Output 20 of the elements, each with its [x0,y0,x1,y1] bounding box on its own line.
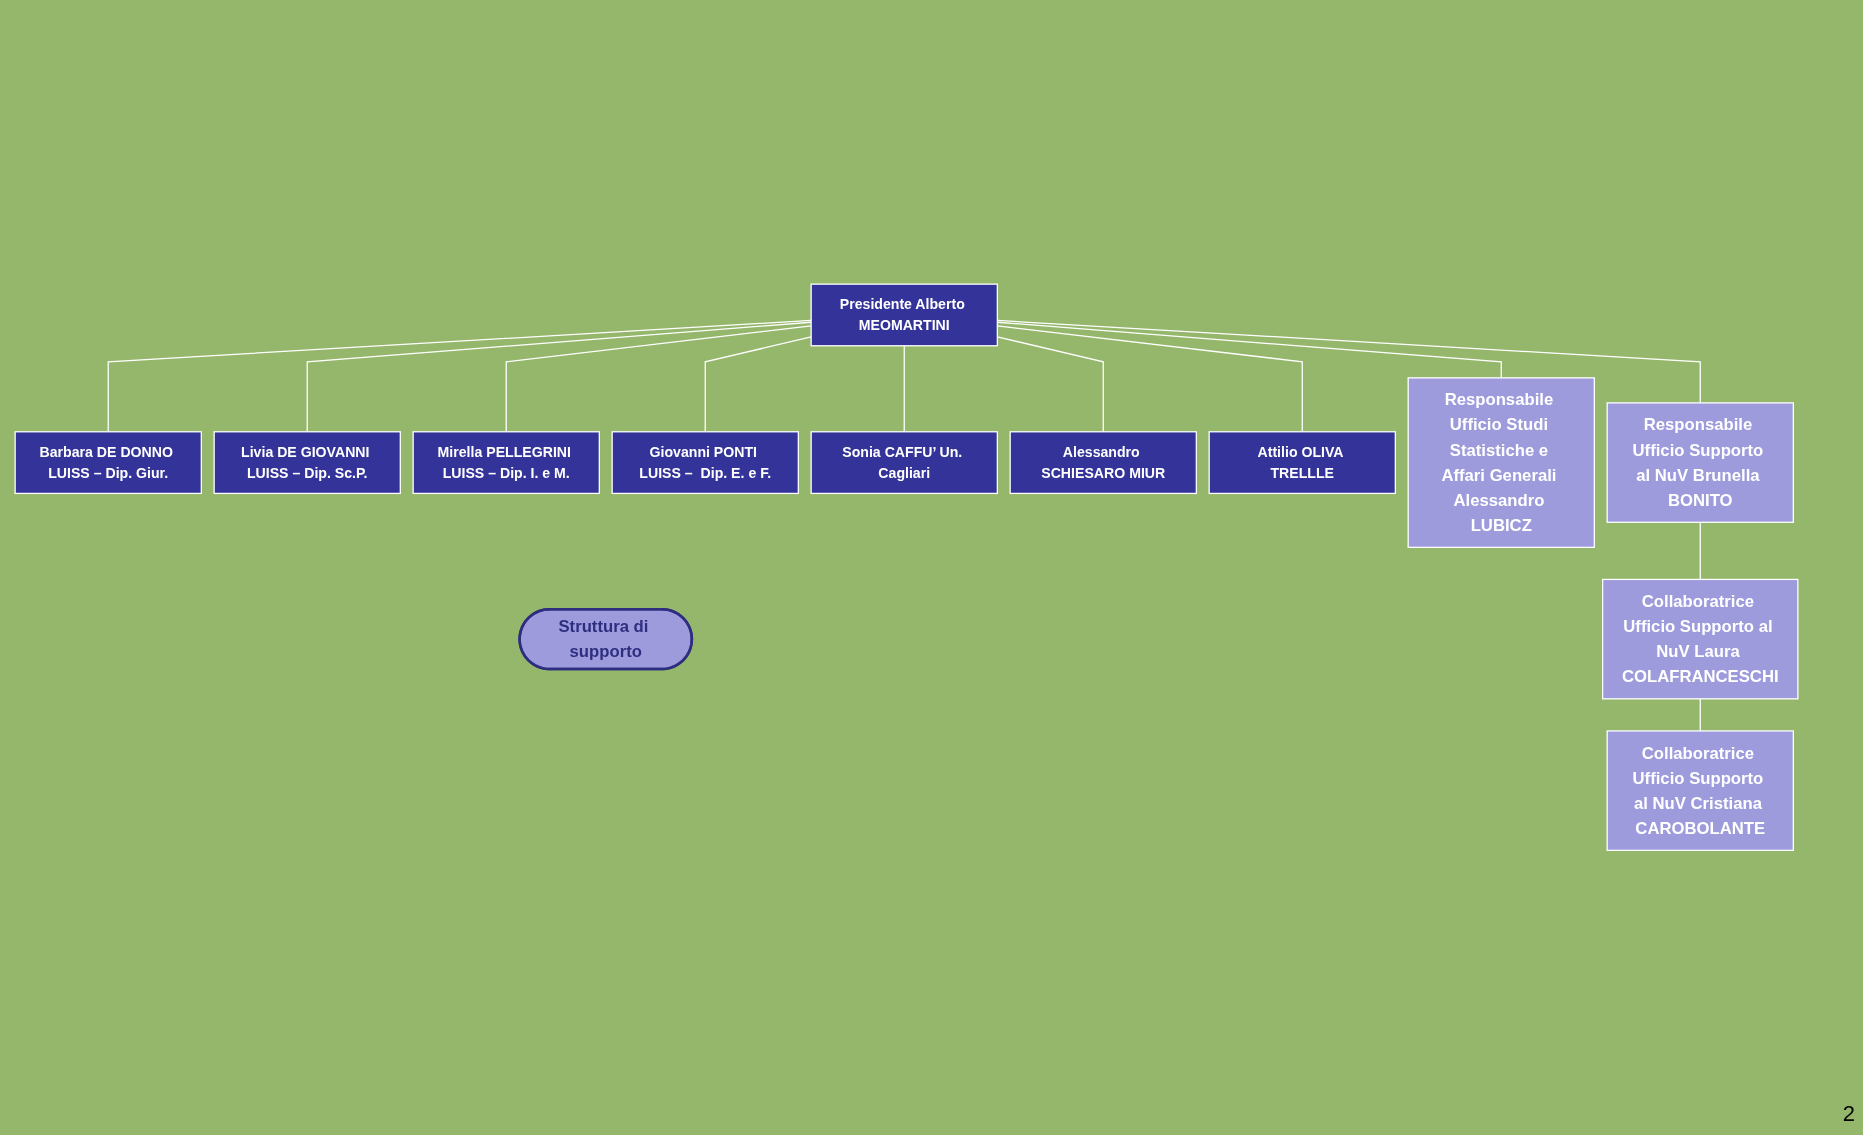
node-box: Alessandro SCHIESARO MIUR [1009,431,1197,495]
connector [1699,521,1701,581]
connector [903,345,905,433]
node-box: Mirella PELLEGRINI LUISS – Dip. I. e M. [412,431,600,495]
node-box: Attilio OLIVA TRELLLE [1208,431,1396,495]
node-box: Presidente Alberto MEOMARTINI [810,283,998,347]
connector [306,321,812,433]
node-box: Livia DE GIOVANNI LUISS – Dip. Sc.P. [213,431,401,495]
node-box: Giovanni PONTI LUISS – Dip. E. e F. [611,431,799,495]
node-box: Sonia CAFFU’ Un. Cagliari [810,431,998,495]
node-box: Collaboratrice Ufficio Supporto al NuV Laura COLAFRANCESCHI [1602,579,1799,700]
connector [505,325,812,433]
node-box: Responsabile Ufficio Studi Statistiche e Affari Generali Alessandro LUBICZ [1407,377,1595,549]
node-box: Barbara DE DONNO LUISS – Dip. Giur. [14,431,202,495]
connector [704,336,812,433]
node-box: Collaboratrice Ufficio Supporto al NuV Cristiana CAROBOLANTE [1606,730,1794,852]
connector [1699,698,1701,732]
node-box: Responsabile Ufficio Supporto al NuV Brunella BONITO [1606,402,1794,524]
page-number: 2 [1842,1101,1855,1127]
connector [107,320,812,433]
